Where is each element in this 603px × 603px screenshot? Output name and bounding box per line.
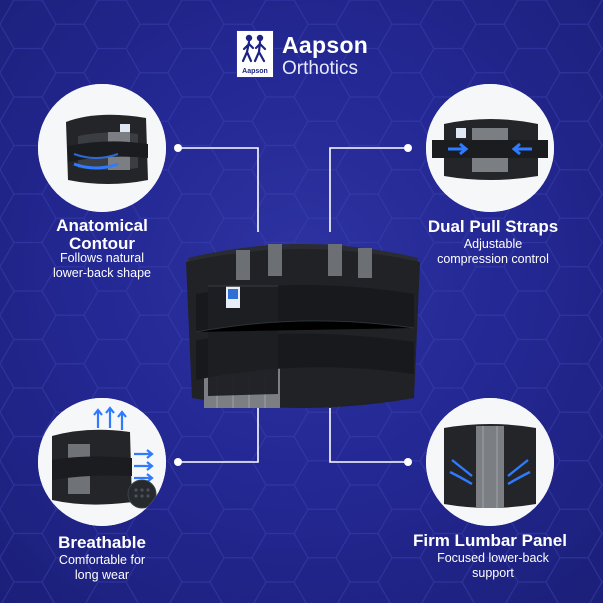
belt-side-view-icon <box>38 84 166 212</box>
feature-image-dual-pull-straps <box>426 84 554 212</box>
feature-desc-line: Focused lower-back <box>437 551 549 565</box>
feature-title-breathable: Breathable <box>38 534 166 552</box>
feature-desc-breathable: Comfortable for long wear <box>28 553 176 583</box>
brand-name: Aapson <box>282 32 369 58</box>
feature-desc-line: long wear <box>74 568 130 582</box>
belt-airflow-icon <box>38 398 166 526</box>
feature-title-line: Breathable <box>58 533 146 552</box>
feature-desc-line: support <box>472 566 514 580</box>
feature-desc-line: Adjustable <box>463 237 523 251</box>
feature-desc-line: Follows natural <box>59 251 145 265</box>
brand-block: Aapson Aapson Orthotics <box>236 30 376 79</box>
feature-image-breathable <box>38 398 166 526</box>
feature-title-line: Contour <box>68 234 136 253</box>
walking-figures-icon <box>241 34 267 63</box>
brand-tagline: Orthotics <box>282 58 359 79</box>
feature-title-line: Dual Pull Straps <box>427 217 559 236</box>
feature-title-anatomical-contour: Anatomical Contour <box>38 217 166 253</box>
feature-desc-line: compression control <box>437 252 549 266</box>
feature-title-dual-pull-straps: Dual Pull Straps <box>408 218 578 236</box>
feature-title-line: Anatomical <box>56 216 148 235</box>
feature-image-firm-lumbar-panel <box>426 398 554 526</box>
feature-desc-dual-pull-straps: Adjustable compression control <box>413 237 573 267</box>
brand-logo-wordmark: Aapson <box>242 68 268 75</box>
feature-desc-firm-lumbar-panel: Focused lower-back support <box>413 551 573 581</box>
feature-desc-anatomical-contour: Follows natural lower-back shape <box>28 251 176 281</box>
feature-title-firm-lumbar-panel: Firm Lumbar Panel <box>388 532 592 550</box>
feature-desc-line: lower-back shape <box>53 266 151 280</box>
feature-desc-line: Comfortable for <box>58 553 146 567</box>
brand-logo: Aapson <box>236 30 274 78</box>
back-brace-product-image <box>186 244 420 408</box>
feature-title-line: Firm Lumbar Panel <box>413 531 567 550</box>
belt-straps-icon <box>426 84 554 212</box>
lumbar-panel-icon <box>426 398 554 526</box>
feature-image-anatomical-contour <box>38 84 166 212</box>
